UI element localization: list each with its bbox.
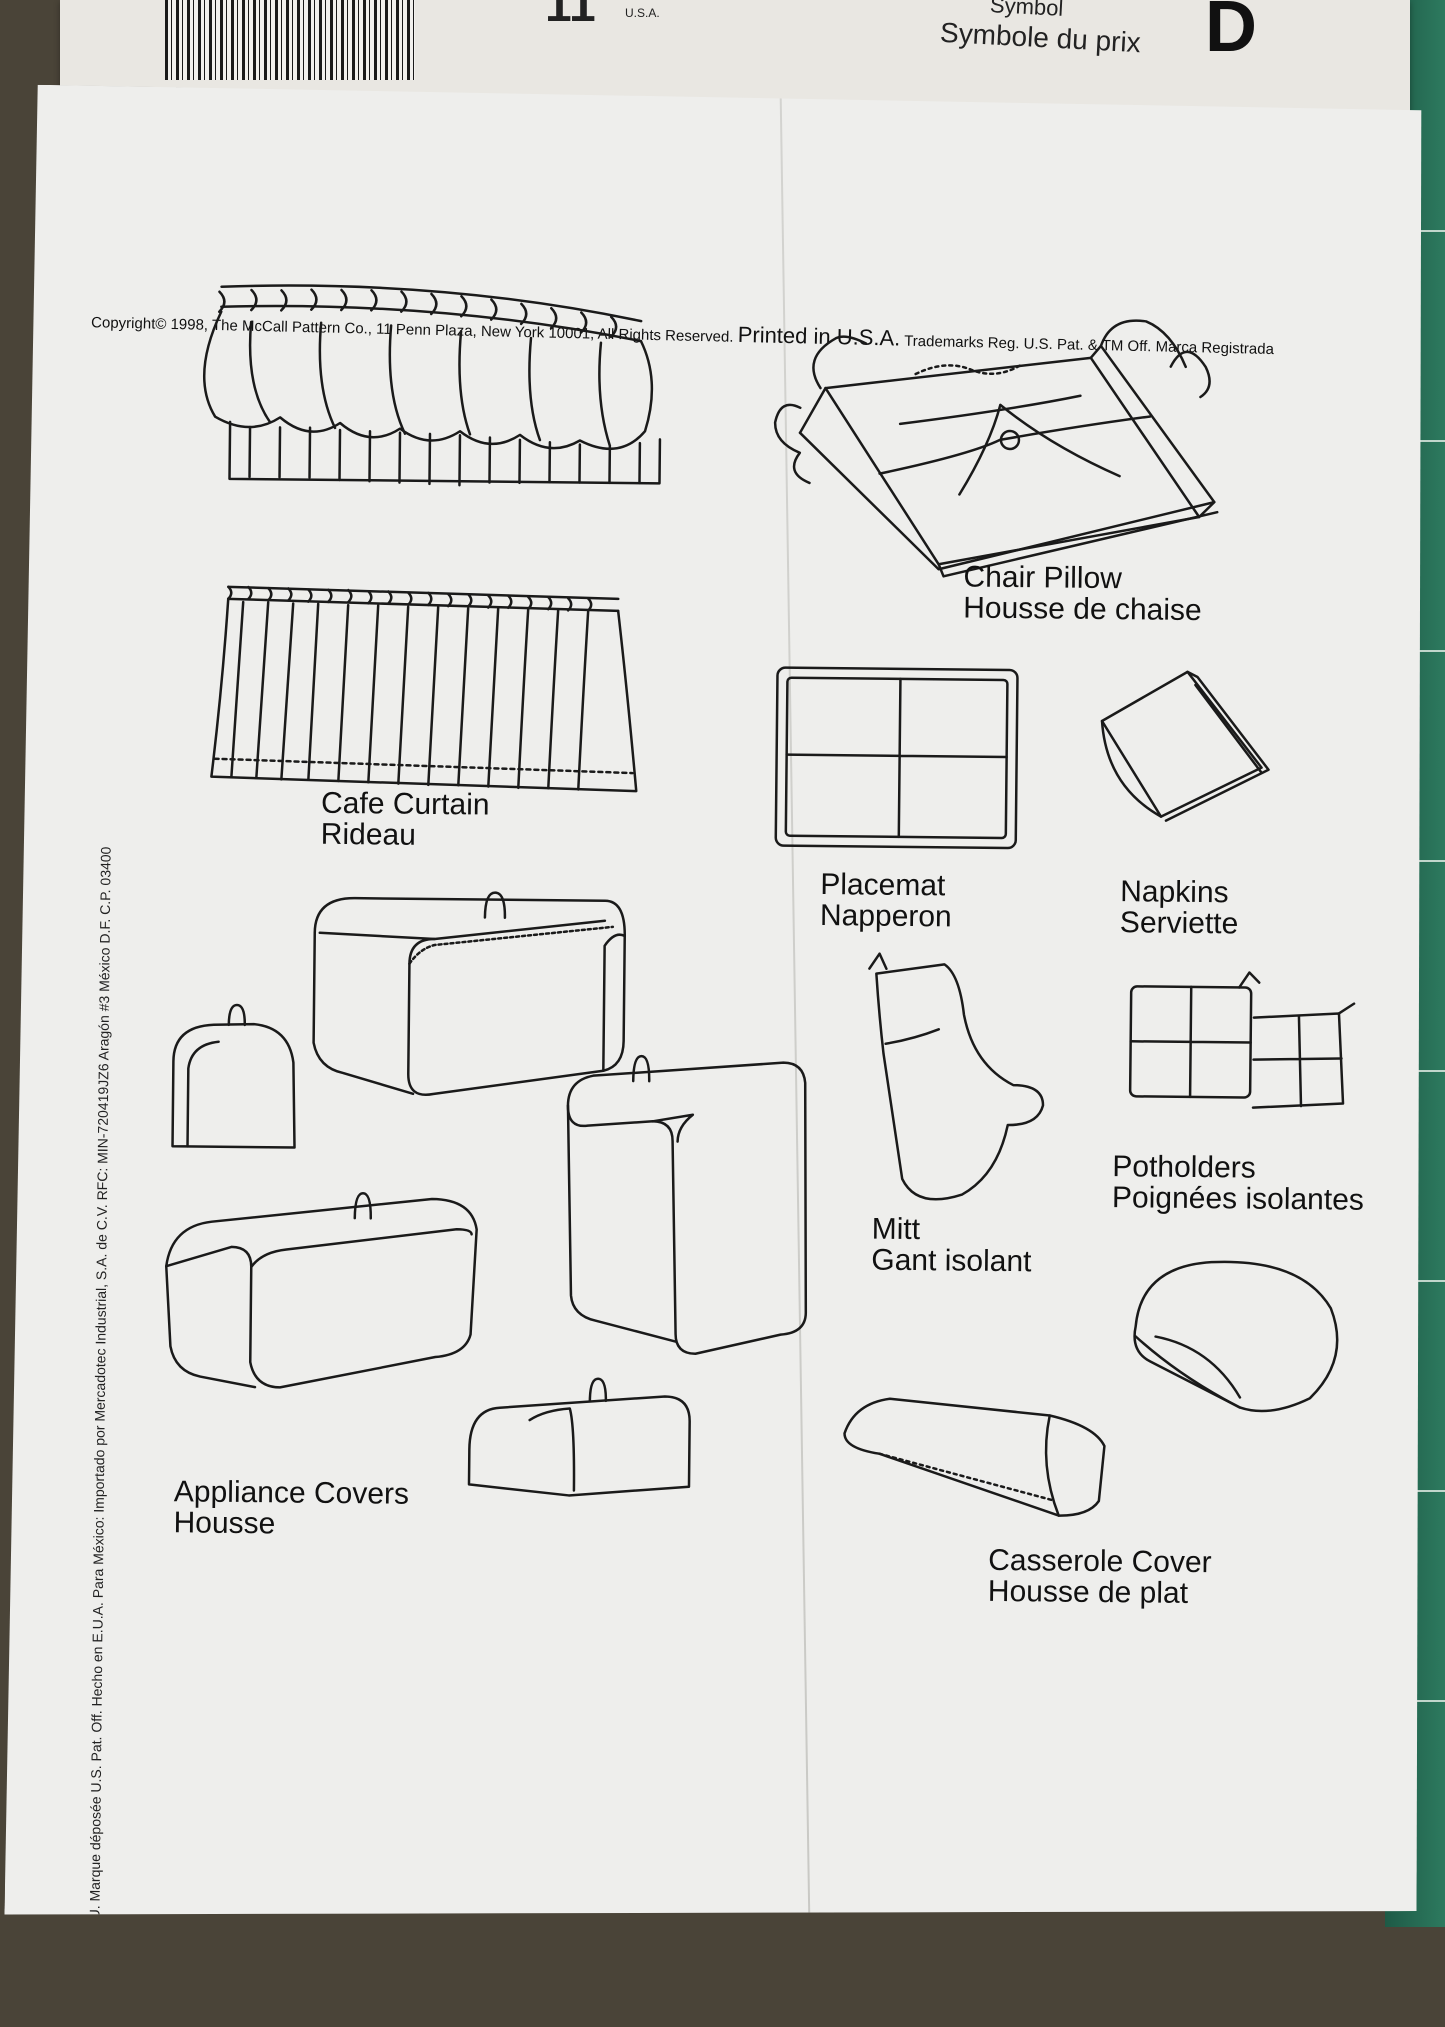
casserole-cover-label: Casserole Cover Housse de plat: [988, 1545, 1212, 1609]
cafe-curtain-fr: Rideau: [320, 817, 417, 852]
price-symbol-en: Symbol: [989, 0, 1064, 21]
line-drawings: [4, 85, 1435, 1930]
cafe-curtain-label: Cafe Curtain Rideau: [321, 788, 490, 852]
small-appliance-cover-drawing: [173, 1004, 296, 1147]
chair-pillow-fr: Housse de chaise: [963, 591, 1202, 628]
napkins-drawing: [1101, 671, 1270, 822]
mitt-fr: Gant isolant: [871, 1243, 1032, 1279]
mixer-cover-drawing: [469, 1377, 690, 1496]
chair-pillow-label: Chair Pillow Housse de chaise: [963, 562, 1202, 626]
cafe-curtain-drawing: [211, 587, 638, 791]
mitt-label: Mitt Gant isolant: [871, 1214, 1032, 1278]
potholders-en: Potholders: [1112, 1150, 1256, 1185]
appliance-covers-en: Appliance Covers: [173, 1475, 410, 1511]
round-casserole-cover-drawing: [1134, 1261, 1338, 1412]
appliance-covers-label: Appliance Covers Housse: [173, 1476, 409, 1540]
pattern-envelope-back: Copyright© 1998, The McCall Pattern Co.,…: [4, 85, 1435, 1930]
toaster-cover-drawing: [313, 891, 625, 1097]
chair-pillow-en: Chair Pillow: [963, 560, 1123, 596]
pattern-number-fragment: 11: [545, 0, 596, 32]
appliance-covers-fr: Housse: [173, 1506, 276, 1541]
price-symbol-fr: Symbole du prix: [939, 16, 1142, 59]
potholders-label: Potholders Poignées isolantes: [1112, 1151, 1364, 1216]
napkins-fr: Serviette: [1119, 906, 1239, 941]
price-code-letter: D: [1205, 0, 1257, 67]
usa-label: U.S.A.: [625, 6, 660, 20]
napkins-label: Napkins Serviette: [1120, 876, 1239, 939]
mitt-drawing: [867, 954, 1045, 1201]
potholders-fr: Poignées isolantes: [1111, 1181, 1365, 1217]
potholders-drawing: [1130, 971, 1354, 1108]
placemat-fr: Napperon: [819, 899, 952, 934]
tall-appliance-cover-drawing: [565, 1055, 808, 1354]
placemat-drawing: [776, 668, 1018, 849]
barcode: [165, 0, 415, 80]
napkins-en: Napkins: [1120, 875, 1229, 910]
cafe-curtain-en: Cafe Curtain: [320, 786, 490, 822]
mitt-en: Mitt: [871, 1212, 921, 1247]
casserole-cover-fr: Housse de plat: [987, 1574, 1189, 1610]
casserole-cover-en: Casserole Cover: [988, 1543, 1212, 1580]
placemat-en: Placemat: [820, 868, 946, 903]
balloon-valance-drawing: [203, 285, 661, 488]
placemat-label: Placemat Napperon: [820, 869, 952, 932]
long-appliance-cover-drawing: [165, 1191, 477, 1389]
rectangular-casserole-cover-drawing: [844, 1398, 1105, 1516]
chair-pillow-drawing: [774, 317, 1220, 579]
